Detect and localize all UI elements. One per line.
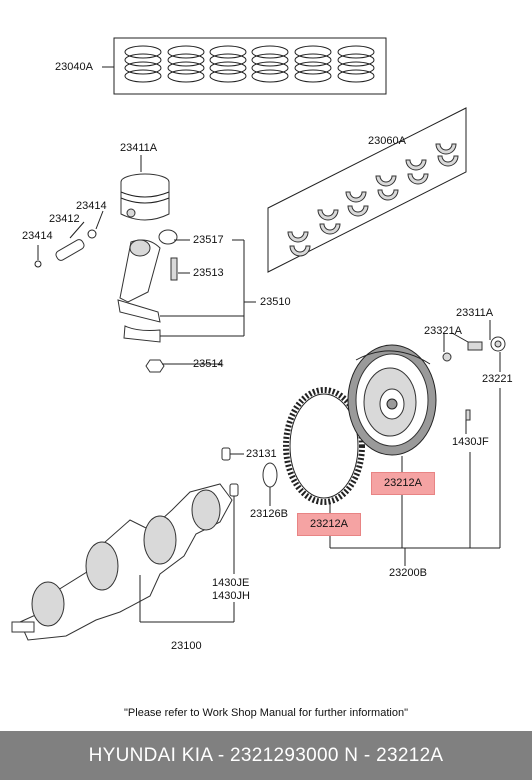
- label-bearings: 23060A: [368, 135, 406, 147]
- label-pin-clip-a: 23414: [76, 200, 107, 212]
- label-seal: 23126B: [250, 508, 288, 520]
- flywheel-assembly-bracket: [329, 388, 501, 566]
- label-rings: 23040A: [55, 61, 93, 73]
- flywheel-hardware-illustration: [442, 320, 506, 434]
- crankshaft-illustration: [11, 483, 235, 641]
- highlight-ring-gear-part: 23212A: [297, 513, 361, 536]
- flywheel-illustration: [347, 344, 437, 456]
- label-rod-bush: 23517: [193, 234, 224, 246]
- parts-diagram-drawing: [11, 37, 506, 641]
- manual-note: "Please refer to Work Shop Manual for fu…: [124, 707, 408, 719]
- piston-illustration: [34, 155, 170, 268]
- ring-gear-illustration: [283, 387, 365, 505]
- label-pin-je: 1430JE: [212, 577, 250, 589]
- part-number-footer: HYUNDAI KIA - 2321293000 N - 23212A: [0, 731, 532, 780]
- label-rod-bolt: 23513: [193, 267, 224, 279]
- label-rod-assy: 23510: [260, 296, 291, 308]
- label-pin-clip-b: 23414: [22, 230, 53, 242]
- pins-illustration: [221, 447, 278, 574]
- rod-assembly-bracket: [160, 239, 256, 337]
- label-dowel-jf: 1430JF: [452, 436, 489, 448]
- label-piston: 23411A: [120, 142, 158, 154]
- label-fw-washer: 23321A: [424, 325, 462, 337]
- label-pin: 23412: [49, 213, 80, 225]
- highlight-flywheel-part: 23212A: [371, 472, 435, 495]
- label-pin-23131: 23131: [246, 448, 277, 460]
- main-bearings-illustration: [267, 107, 467, 273]
- label-rod-nut: 23514: [193, 358, 224, 370]
- label-flywheel-assy: 23200B: [389, 567, 427, 579]
- label-crankshaft: 23100: [171, 640, 202, 652]
- label-fw-bearing: 23221: [482, 373, 513, 385]
- connecting-rod-illustration: [117, 229, 222, 373]
- piston-rings-illustration: [102, 37, 387, 95]
- label-pin-jh: 1430JH: [212, 590, 250, 602]
- label-fw-bolt: 23311A: [456, 307, 494, 319]
- parts-diagram: 23040A 23060A 23411A 23414 23412 23414 2…: [11, 37, 513, 719]
